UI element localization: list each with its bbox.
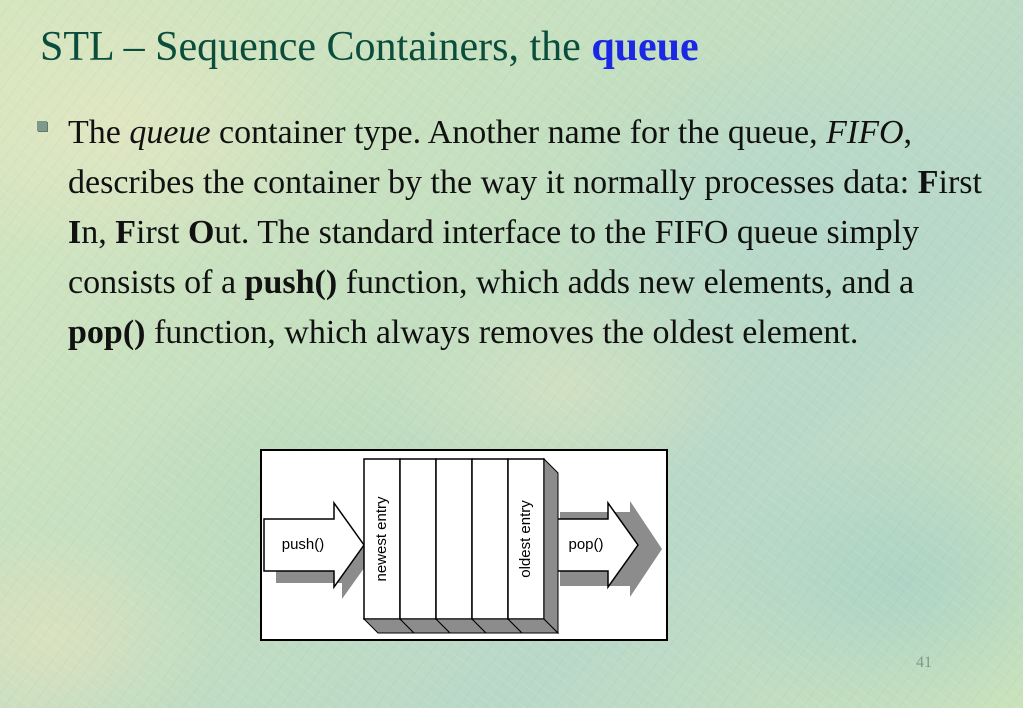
text-run: function, which always removes the oldes… bbox=[145, 314, 859, 351]
oldest-entry-label: oldest entry bbox=[517, 500, 534, 578]
slide-title-accent: queue bbox=[591, 24, 699, 70]
queue-slots bbox=[362, 457, 560, 635]
queue-diagram: push() pop() newest entry oldest entry bbox=[260, 449, 668, 641]
text-run: , describes the container by the way it … bbox=[68, 114, 918, 201]
acronym-letter: F bbox=[115, 214, 137, 251]
queue-slot bbox=[399, 458, 437, 620]
bullet-item: The queue container type. Another name f… bbox=[34, 108, 984, 358]
text-run: irst bbox=[136, 214, 188, 251]
bullet-paragraph: The queue container type. Another name f… bbox=[68, 108, 984, 358]
text-run: container type. Another name for the que… bbox=[210, 114, 827, 151]
queue-diagram-figure: push() pop() newest entry oldest entry bbox=[260, 449, 668, 641]
acronym-letter: I bbox=[68, 214, 82, 251]
term-queue: queue bbox=[129, 114, 211, 151]
queue-slot bbox=[471, 458, 509, 620]
square-bullet-icon bbox=[37, 121, 47, 131]
queue-slot bbox=[435, 458, 473, 620]
code-push: push() bbox=[244, 264, 338, 301]
pop-label: pop() bbox=[568, 536, 603, 553]
slide-title-main: STL – Sequence Containers, the bbox=[40, 24, 581, 70]
term-fifo: FIFO bbox=[826, 114, 904, 151]
slide-title: STL – Sequence Containers, the queue bbox=[40, 22, 699, 72]
code-pop: pop() bbox=[68, 314, 146, 351]
text-run: ut. The standard interface to the FIFO q… bbox=[68, 214, 920, 301]
push-arrow bbox=[263, 500, 365, 590]
acronym-letter: O bbox=[187, 214, 215, 251]
queue-slot bbox=[507, 458, 545, 620]
text-run: irst bbox=[938, 164, 982, 201]
text-run: n, bbox=[81, 214, 116, 251]
newest-entry-label: newest entry bbox=[373, 496, 390, 582]
queue-side-face bbox=[543, 457, 559, 635]
text-run: The bbox=[68, 114, 130, 151]
page-number: 41 bbox=[916, 654, 932, 671]
push-label: push() bbox=[282, 536, 325, 553]
acronym-letter: F bbox=[917, 164, 939, 201]
text-run: function, which adds new elements, and a bbox=[337, 264, 915, 301]
